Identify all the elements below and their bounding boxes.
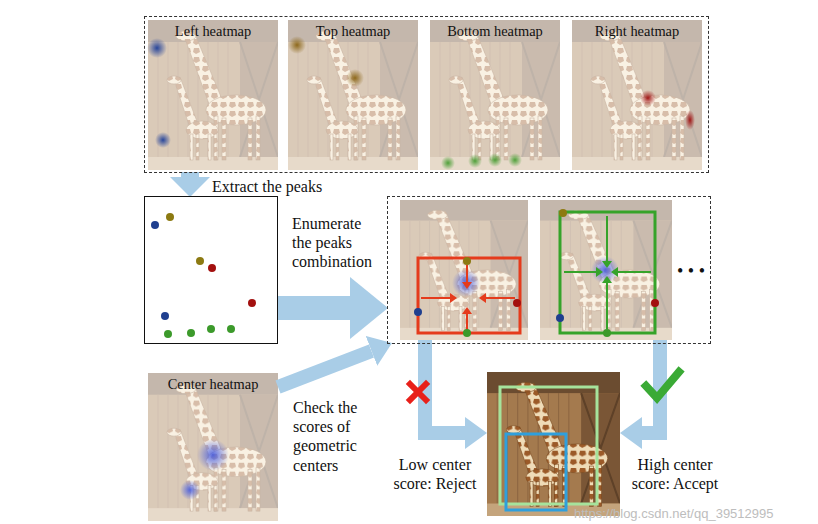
node-label: Center heatmap [148,373,278,393]
flow-arrow [425,340,465,433]
result-image [487,372,620,516]
candidate-picture [400,200,528,340]
candidate-picture [540,200,672,340]
heatmap-picture [430,20,560,170]
edge-label: Low center score: Reject [385,455,485,493]
heatmap-picture [572,20,702,170]
watermark: https://blog.csdn.net/qq_39512995 [574,507,814,521]
edge-label: Check the scores of geometric centers [293,398,373,475]
node-label: Left heatmap [148,20,278,40]
heatmap-picture [288,20,418,170]
candidate-image [400,200,528,340]
heatmap-group: Left heatmap Top heatmap Bottom heatmap Rig… [145,17,708,172]
ellipsis-mark: • • • [674,262,708,282]
edge-label: Enumerate the peaks combination [292,214,382,272]
edge-label: High center score: Accept [623,455,727,493]
heatmap-image: Top heatmap [288,20,418,170]
reject-cross [410,384,426,400]
flow-arrow [181,172,199,177]
node-label: Bottom heatmap [430,20,560,40]
heatmap-image: Right heatmap [572,20,702,170]
edge-label: Extract the peaks [212,177,362,196]
heatmap-image: Left heatmap [148,20,278,170]
flow-arrow [277,296,350,320]
candidate-image [540,200,672,340]
peaks-panel [145,197,277,343]
center-heatmap-picture [148,373,278,521]
center-heatmap: Center heatmap [148,373,278,521]
result-picture [487,372,620,516]
accept-check [646,372,679,398]
peak-dots [151,213,256,338]
node-label: Top heatmap [288,20,418,40]
flow-arrow [278,351,371,387]
heatmap-image: Bottom heatmap [430,20,560,170]
node-label: Right heatmap [572,20,702,40]
candidate-group [388,197,710,343]
heatmap-picture [147,20,278,170]
